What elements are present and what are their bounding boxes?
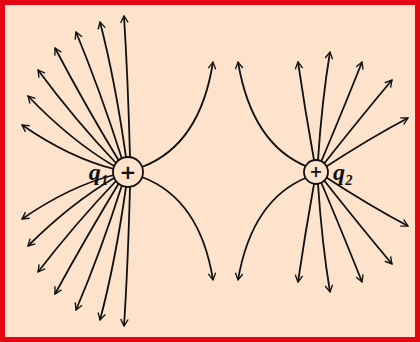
charge-sign: + xyxy=(303,159,329,185)
charge-sign: + xyxy=(112,156,144,188)
charge-label: q₂ xyxy=(333,160,353,184)
charge-circle: q₁+ xyxy=(112,156,144,188)
charge-circle: +q₂ xyxy=(303,159,329,185)
charge-label: q₁ xyxy=(89,160,109,184)
